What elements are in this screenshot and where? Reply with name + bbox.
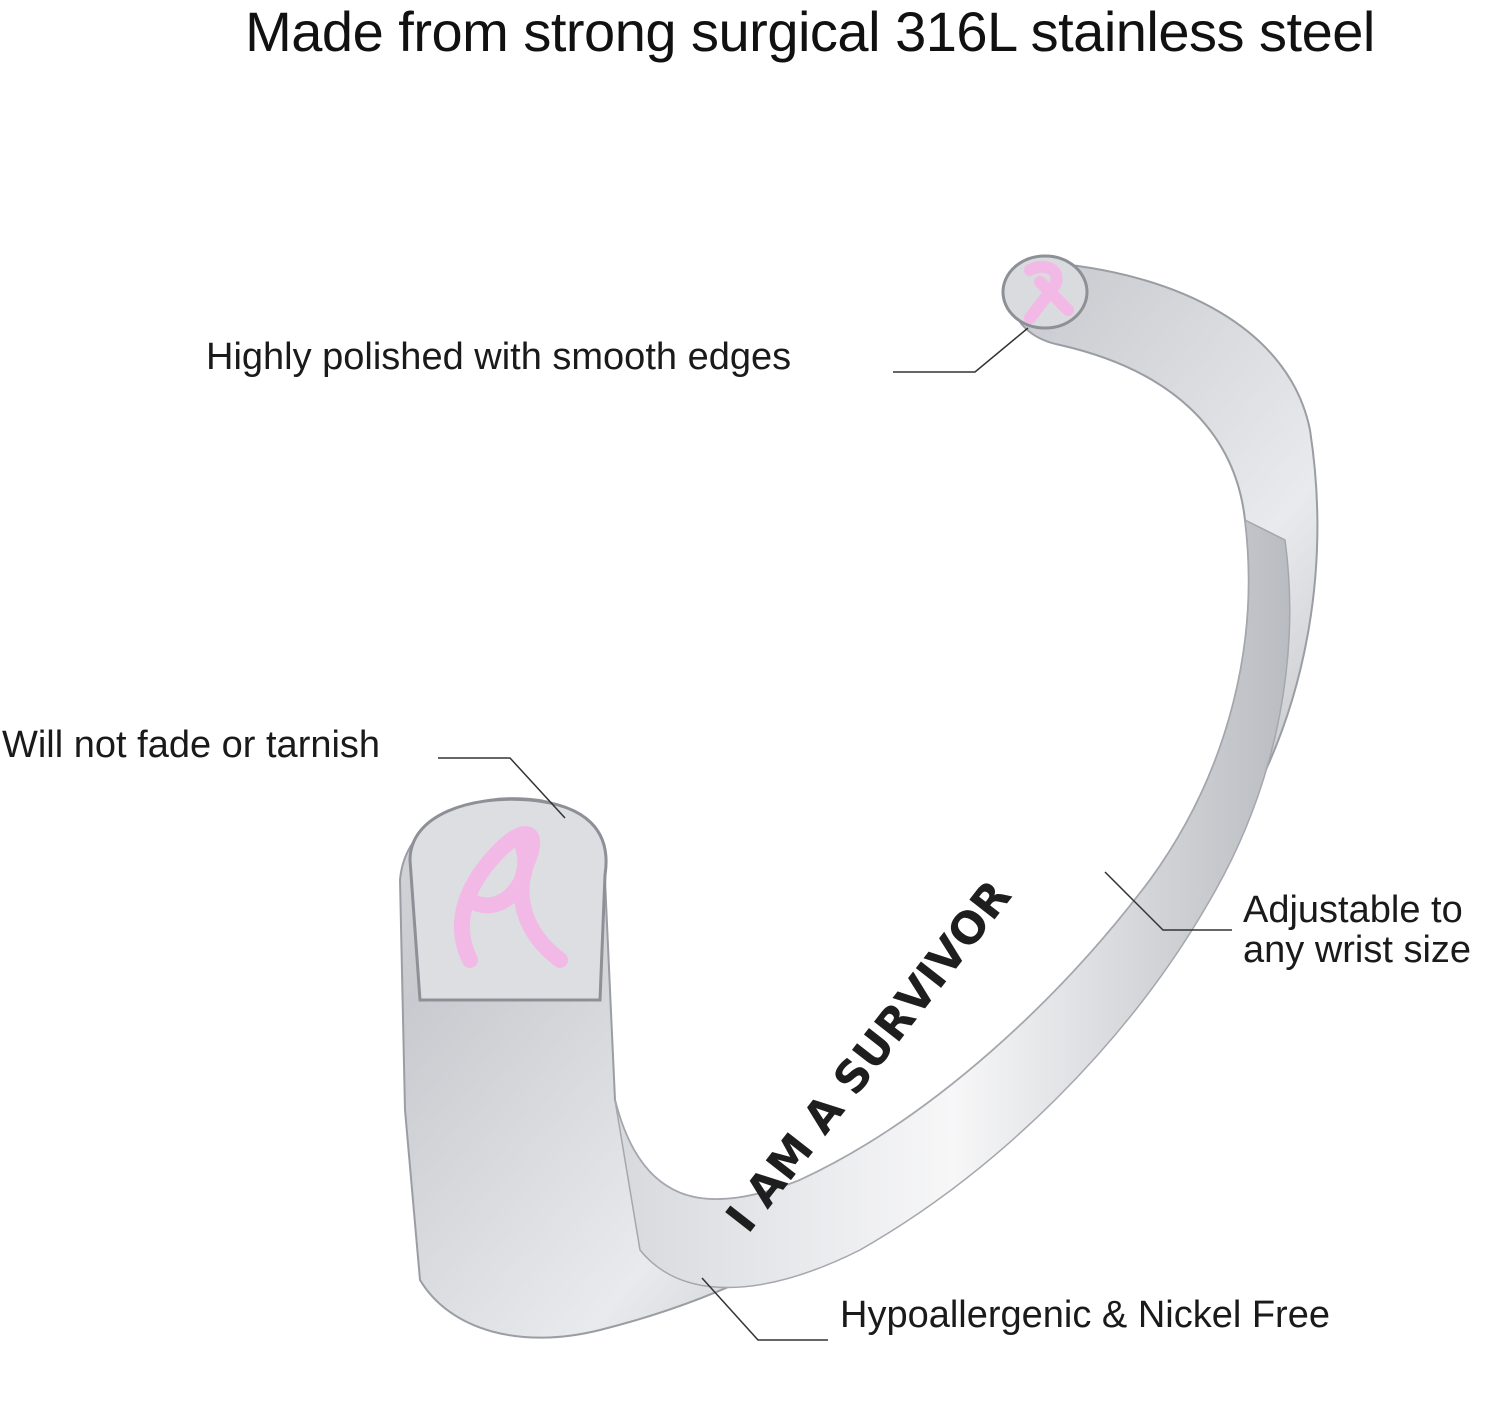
- callout-fade: Will not fade or tarnish: [2, 724, 381, 766]
- bracelet-band-inner: [614, 518, 1291, 1289]
- headline: Made from strong surgical 316L stainless…: [245, 0, 1375, 63]
- callout-line-polished: [893, 327, 1029, 373]
- callout-line-adjust: [1104, 871, 1232, 931]
- callout-hypoallergenic: Hypoallergenic & Nickel Free: [840, 1294, 1330, 1336]
- callout-adjustable: Adjustable to any wrist size: [1243, 890, 1471, 970]
- callout-polished: Highly polished with smooth edges: [206, 336, 792, 378]
- callout-adjustable-line2: any wrist size: [1243, 929, 1472, 971]
- callout-adjustable-line1: Adjustable to: [1243, 889, 1463, 931]
- callout-line-hypo: [701, 1277, 828, 1341]
- pink-ribbon-icon-large: [454, 826, 568, 968]
- pink-ribbon-icon: [1024, 260, 1074, 324]
- callout-line-fade: [438, 757, 566, 819]
